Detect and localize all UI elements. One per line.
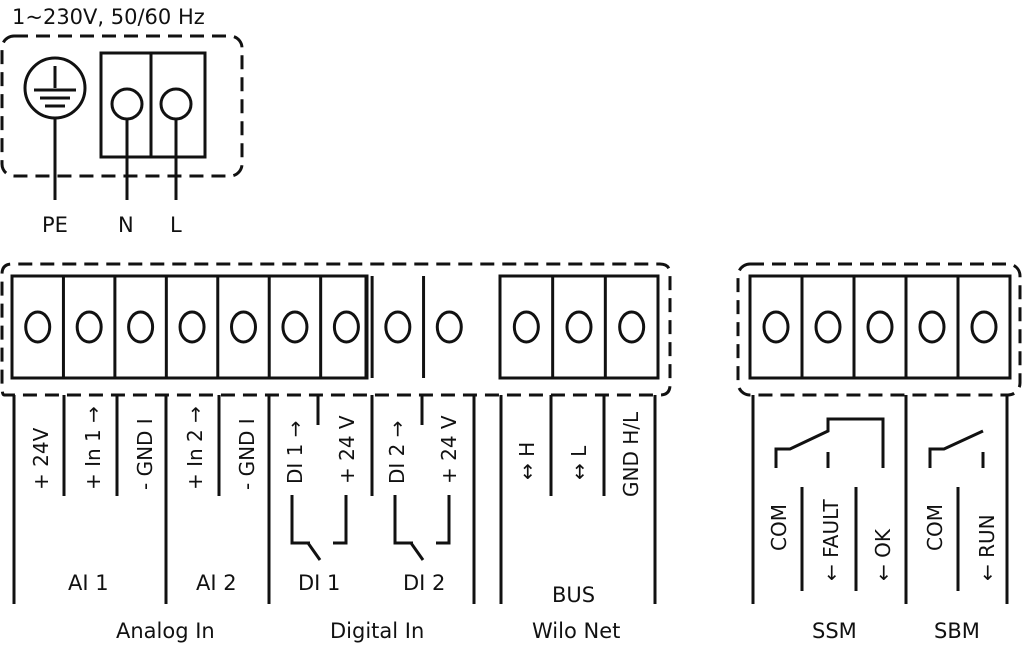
group-bus: BUS (552, 583, 595, 607)
relay-terminal-screw-1 (762, 310, 790, 344)
label-ai-in1: + In 1 → (81, 406, 105, 490)
group-digital-in: Digital In (330, 619, 424, 643)
label-di2-24v: + 24 V (437, 415, 461, 484)
control-terminal-screw-3 (127, 310, 155, 344)
group-di1: DI 1 (298, 571, 340, 595)
terminal-block-ai (10, 274, 368, 380)
ssm-relay-icon (774, 417, 885, 468)
control-terminal-screw-2 (75, 310, 103, 344)
label-di1: DI 1 → (283, 421, 307, 485)
terminal-dividers (62, 395, 960, 591)
relay-terminal-screw-2 (814, 310, 842, 344)
supply-enclosure (0, 34, 244, 178)
label-ai-gnd2: - GND I (235, 418, 259, 490)
label-l: L (170, 213, 182, 237)
relay-terminal-screw-5 (970, 310, 998, 344)
terminal-n (110, 87, 144, 121)
label-sbm-run: ← RUN (975, 514, 999, 581)
label-bus-h: ↔ H (515, 442, 539, 480)
group-lines (12, 395, 1009, 604)
label-ai-gnd1: - GND I (133, 418, 157, 490)
relay-terminal-screw-3 (866, 310, 894, 344)
label-ssm-fault: ← FAULT (819, 499, 843, 581)
terminal-block-bus (498, 274, 660, 380)
sbm-relay-icon (928, 429, 985, 468)
label-sbm-com: COM (923, 504, 947, 551)
di2-switch-icon (393, 495, 451, 561)
label-bus-l: ↔ L (567, 445, 591, 480)
control-terminal-screw-8 (384, 310, 412, 344)
di1-switch-icon (290, 495, 348, 561)
control-terminal-screw-6 (281, 310, 309, 344)
terminal-l (159, 87, 193, 121)
control-terminal-screw-7 (332, 310, 360, 344)
control-terminal-screw-4 (178, 310, 206, 344)
relay-enclosure (736, 262, 1022, 397)
supply-terminal-block (99, 51, 207, 200)
label-ssm-com: COM (767, 504, 791, 551)
terminal-block-relay (748, 274, 1012, 380)
bus-terminal-labels: ↔ H ↔ L GND H/L (515, 411, 643, 497)
earth-icon (23, 56, 87, 200)
group-analog-in: Analog In (116, 619, 215, 643)
di-terminal-labels: DI 1 → + 24 V DI 2 → + 24 V (283, 415, 461, 484)
label-ai-24v: + 24V (29, 427, 53, 490)
group-ai1: AI 1 (68, 571, 109, 595)
group-ai2: AI 2 (196, 571, 237, 595)
label-di2: DI 2 → (385, 421, 409, 485)
label-n: N (118, 213, 134, 237)
group-sbm: SBM (934, 619, 980, 643)
bus-terminal-screw-1 (512, 310, 540, 344)
control-enclosure (0, 262, 672, 397)
control-terminal-screw-5 (230, 310, 257, 344)
bus-terminal-screw-3 (618, 310, 646, 344)
relay-terminal-labels: COM ← FAULT ← OK COM ← RUN (767, 499, 999, 581)
control-terminal-screw-9 (435, 310, 463, 344)
group-di2: DI 2 (403, 571, 445, 595)
label-pe: PE (42, 213, 68, 237)
ai-terminal-labels: + 24V + In 1 → - GND I + In 2 → - GND I (29, 406, 259, 490)
label-bus-gnd: GND H/L (619, 411, 643, 497)
control-terminal-screw-1 (24, 310, 52, 344)
group-ssm: SSM (812, 619, 857, 643)
supply-title: 1~230V, 50/60 Hz (12, 5, 205, 29)
label-di1-24v: + 24 V (335, 415, 359, 484)
group-wilo-net: Wilo Net (532, 619, 620, 643)
label-ssm-ok: ← OK (871, 528, 895, 581)
relay-terminal-screw-4 (918, 310, 946, 344)
label-ai-in2: + In 2 → (183, 406, 207, 490)
bus-terminal-screw-2 (565, 310, 593, 344)
